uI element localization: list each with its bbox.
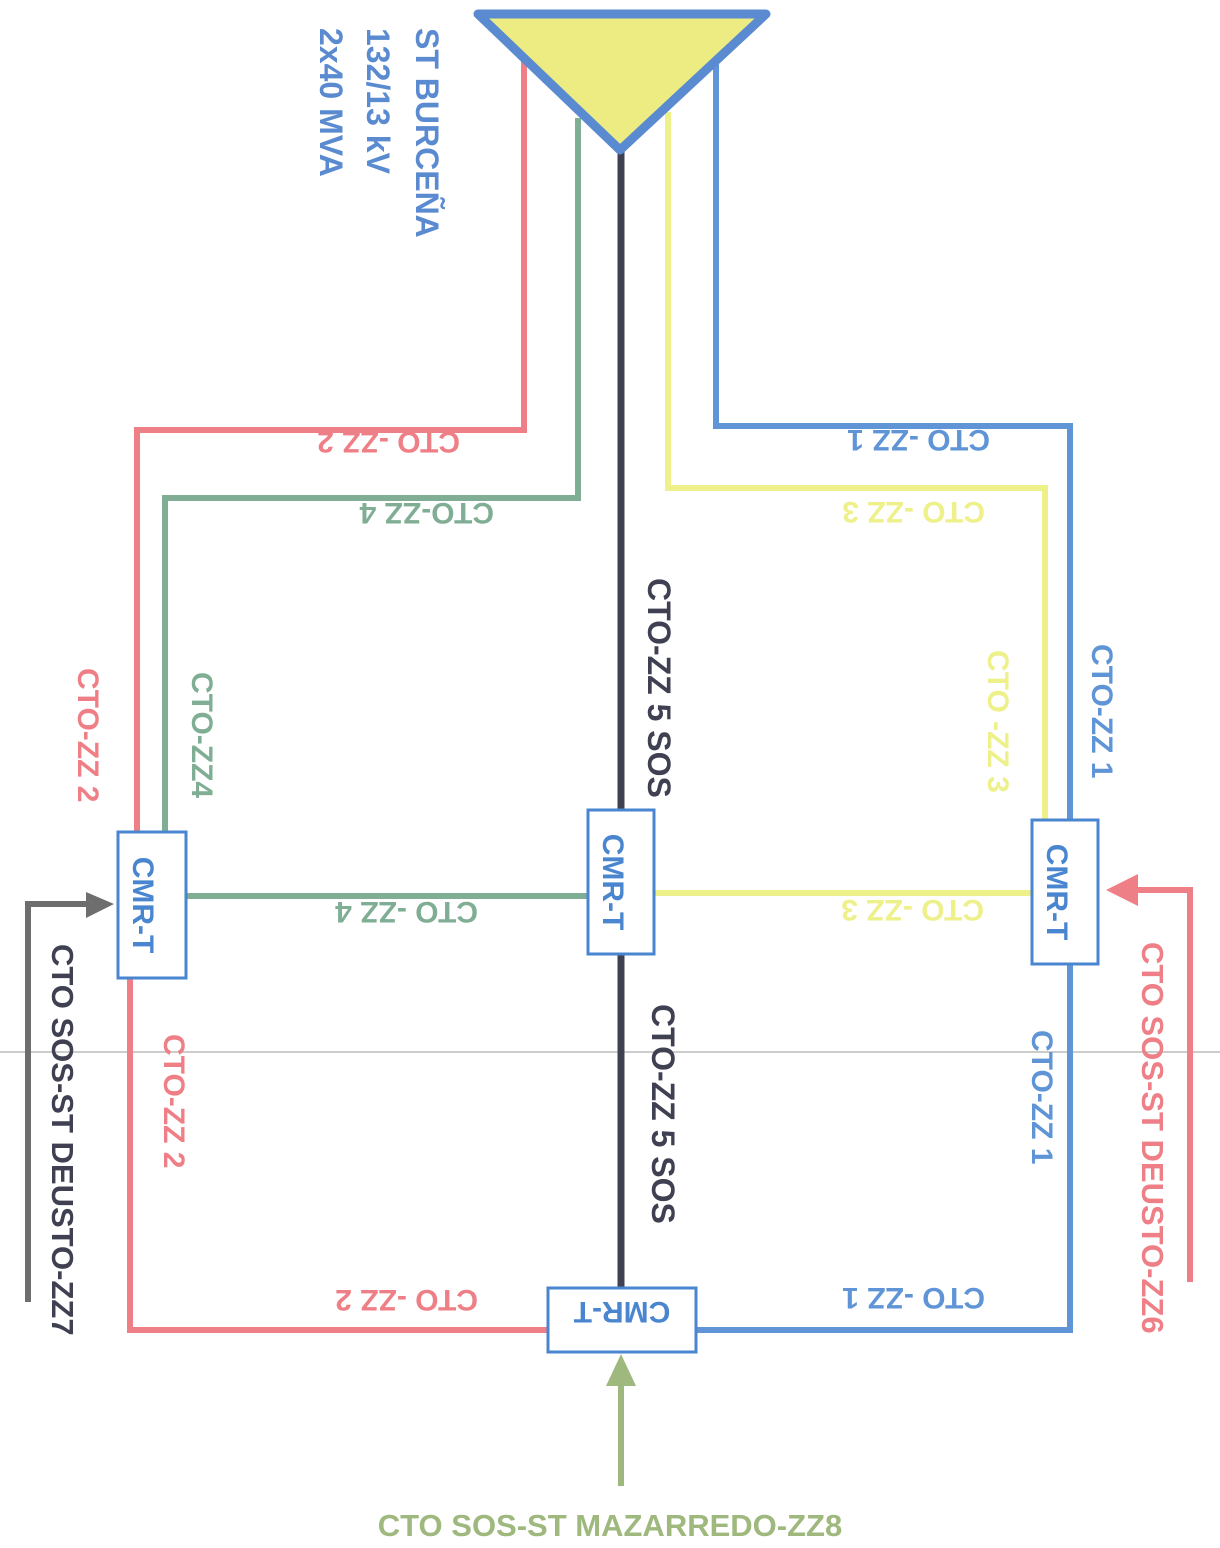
node-cmr-t-center-label: CMR-T <box>596 834 629 931</box>
label-zz5-lower: CTO-ZZ 5 SOS <box>645 1004 681 1224</box>
wire-zz3 <box>665 112 1048 820</box>
feed-arrow-deusto-zz6 <box>1106 874 1193 1282</box>
label-zz3-middle: CTO -ZZ 3 <box>841 893 984 926</box>
node-cmr-t-right-label: CMR-T <box>1040 844 1073 941</box>
label-zz1-top: CTO -ZZ 1 <box>847 423 990 456</box>
substation-name: ST BURCEÑA <box>409 28 445 238</box>
label-feed-deusto-zz6: CTO SOS-ST DEUSTO-ZZ6 <box>1135 942 1170 1334</box>
wire-zz4 <box>162 118 581 832</box>
substation-capacity: 2x40 MVA <box>313 28 349 177</box>
node-cmr-t-bottom: CMR-T <box>546 1286 698 1354</box>
label-zz1-bottom: CTO -ZZ 1 <box>842 1281 985 1314</box>
feed-arrow-mazarredo-zz8 <box>606 1354 636 1486</box>
node-cmr-t-bottom-label: CMR-T <box>574 1295 671 1328</box>
substation-voltage: 132/13 kV <box>360 28 396 175</box>
wire-zz1-lower <box>696 964 1073 1333</box>
label-zz2-left-lower: CTO-ZZ 2 <box>157 1034 190 1168</box>
label-zz2-left-upper: CTO-ZZ 2 <box>71 668 104 802</box>
label-zz5-upper: CTO-ZZ 5 SOS <box>641 578 677 798</box>
label-zz1-right-upper: CTO-ZZ 1 <box>1085 644 1118 778</box>
label-zz2-top: CTO -ZZ 2 <box>317 425 460 458</box>
label-zz4-middle: CTO -ZZ 4 <box>335 895 478 928</box>
node-cmr-t-left-label: CMR-T <box>126 857 159 954</box>
wire-zz1 <box>713 62 1073 820</box>
label-feed-mazarredo-zz8: CTO SOS-ST MAZARREDO-ZZ8 <box>378 1508 842 1543</box>
label-zz2-bottom: CTO -ZZ 2 <box>335 1283 478 1316</box>
wire-zz2 <box>134 60 527 832</box>
label-zz1-right-lower: CTO-ZZ 1 <box>1025 1030 1058 1164</box>
label-zz4-top: CTO-ZZ 4 <box>359 496 494 529</box>
substation-triangle-icon <box>473 9 771 155</box>
label-feed-deusto-zz7: CTO SOS-ST DEUSTO-ZZ7 <box>45 944 80 1336</box>
node-cmr-t-center: CMR-T <box>586 808 656 956</box>
label-zz4-left: CTO-ZZ4 <box>185 672 218 798</box>
node-cmr-t-left: CMR-T <box>116 830 188 980</box>
label-zz3-right: CTO -ZZ 3 <box>981 650 1014 793</box>
wire-zz2-lower <box>127 978 548 1333</box>
node-cmr-t-right: CMR-T <box>1030 818 1100 966</box>
feed-arrow-deusto-zz7 <box>25 892 114 1302</box>
label-zz3-top: CTO -ZZ 3 <box>842 495 985 528</box>
